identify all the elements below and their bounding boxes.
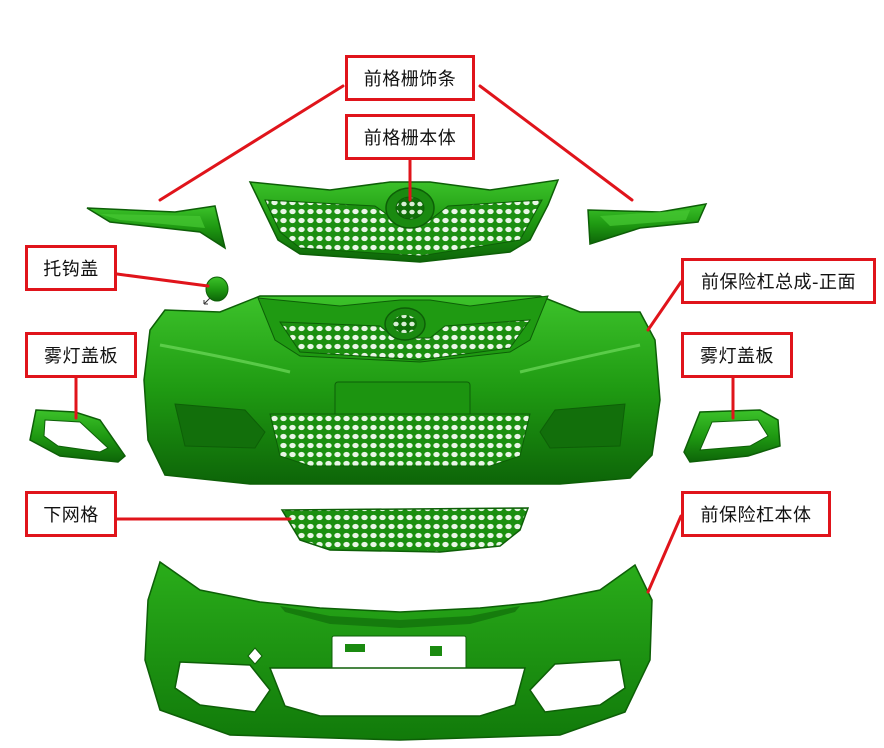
bumper-body-part [144, 560, 653, 741]
fog-lamp-cover-left-part [29, 409, 127, 463]
callout-lines [74, 84, 735, 594]
callout-line-assembly [646, 280, 683, 332]
callout-line-grille-trim-right [478, 84, 634, 202]
lower-grille-part [280, 507, 530, 553]
callout-line-bumper-body [646, 514, 683, 594]
fog-lamp-cover-right-part [683, 409, 781, 463]
grille-trim-label: 前格栅饰条 [345, 55, 475, 101]
lower-grille-label: 下网格 [25, 491, 117, 537]
bumper-assembly-part [143, 295, 661, 485]
callout-line-tow-hook [115, 272, 210, 288]
bumper-body-label: 前保险杠本体 [681, 491, 831, 537]
tow-hook-cover-label: 托钩盖 [25, 245, 117, 291]
grille-body-part [248, 179, 560, 263]
grille-body-label: 前格栅本体 [345, 114, 475, 160]
grille-trim-right-part [587, 203, 708, 246]
grille-trim-left-part [86, 205, 227, 250]
tow-hook-cover-part [203, 276, 229, 305]
bumper-assembly-front-label: 前保险杠总成-正面 [681, 258, 876, 304]
callout-line-grille-trim-left [158, 84, 345, 202]
fog-lamp-cover-right-label: 雾灯盖板 [681, 332, 793, 378]
fog-lamp-cover-left-label: 雾灯盖板 [25, 332, 137, 378]
